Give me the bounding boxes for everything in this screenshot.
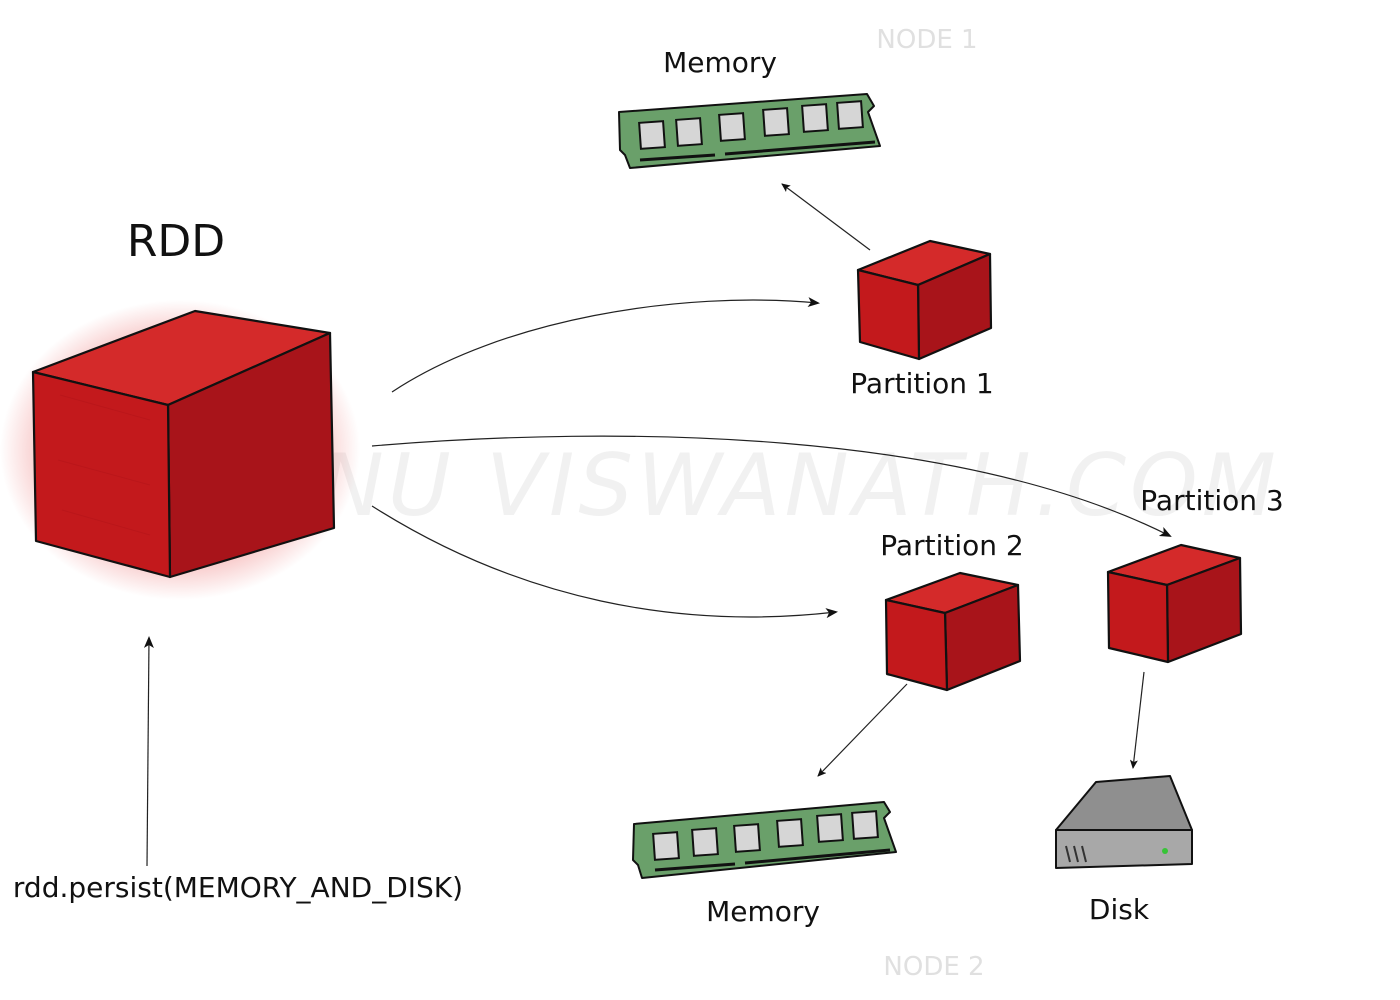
arrow-to-partition-1 (391, 297, 820, 393)
partition-1-label: Partition 1 (850, 367, 993, 400)
disk-label: Disk (1089, 893, 1150, 926)
memory-top-ram-stick-icon (618, 93, 881, 169)
partition-3-cube-icon (1106, 543, 1243, 664)
arrow-to-partition-2 (371, 505, 838, 619)
persist-arrow (143, 636, 154, 867)
partition-2-cube-icon (884, 571, 1022, 692)
persist-code-label: rdd.persist(MEMORY_AND_DISK) (13, 871, 463, 904)
partition-2-label: Partition 2 (880, 529, 1023, 562)
disk-hard-disk-icon (1055, 775, 1193, 869)
node-2-label: NODE 2 (883, 952, 984, 982)
arrow-partition-2-to-memory (817, 683, 908, 777)
partition-1-cube-icon (856, 239, 993, 361)
arrow-partition-3-to-disk (1129, 671, 1145, 769)
arrow-to-partition-3 (371, 435, 1172, 537)
node-1-label: NODE 1 (876, 25, 977, 55)
partition-3-label: Partition 3 (1140, 484, 1283, 517)
memory-top-label: Memory (663, 46, 777, 79)
rdd-label: RDD (127, 216, 225, 267)
rdd-cube-icon (0, 300, 360, 600)
memory-bottom-ram-stick-icon (632, 801, 897, 879)
arrow-partition-1-to-memory (781, 183, 871, 251)
memory-bottom-label: Memory (706, 895, 820, 928)
